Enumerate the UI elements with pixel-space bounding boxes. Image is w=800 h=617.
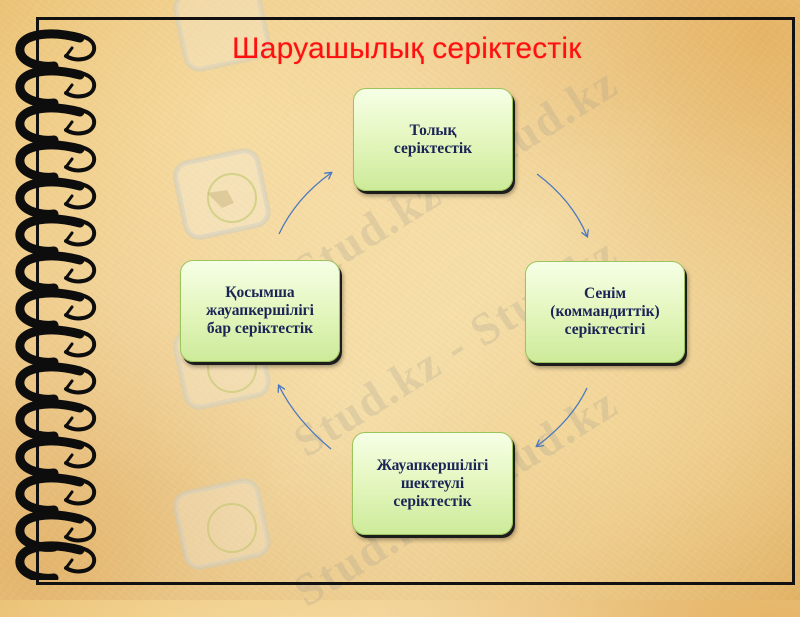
node-limited-liability-partnership: Жауапкершілігі шектеулі серіктестік <box>352 432 513 535</box>
node-full-partnership: Толық серіктестік <box>353 88 513 191</box>
node-label: Сенім (коммандиттік) серіктестігі <box>550 285 660 338</box>
node-additional-liability-partnership: Қосымша жауапкершілігі бар серіктестік <box>180 260 340 362</box>
slide-title: Шаруашылық серіктестік <box>232 32 582 65</box>
page-border-left <box>36 17 39 585</box>
page-border <box>37 17 795 585</box>
node-limited-partnership: Сенім (коммандиттік) серіктестігі <box>525 261 685 363</box>
node-label: Толық серіктестік <box>393 121 473 157</box>
node-label: Қосымша жауапкершілігі бар серіктестік <box>205 284 314 337</box>
node-label: Жауапкершілігі шектеулі серіктестік <box>376 456 489 510</box>
spiral-binding-icon <box>10 28 100 580</box>
